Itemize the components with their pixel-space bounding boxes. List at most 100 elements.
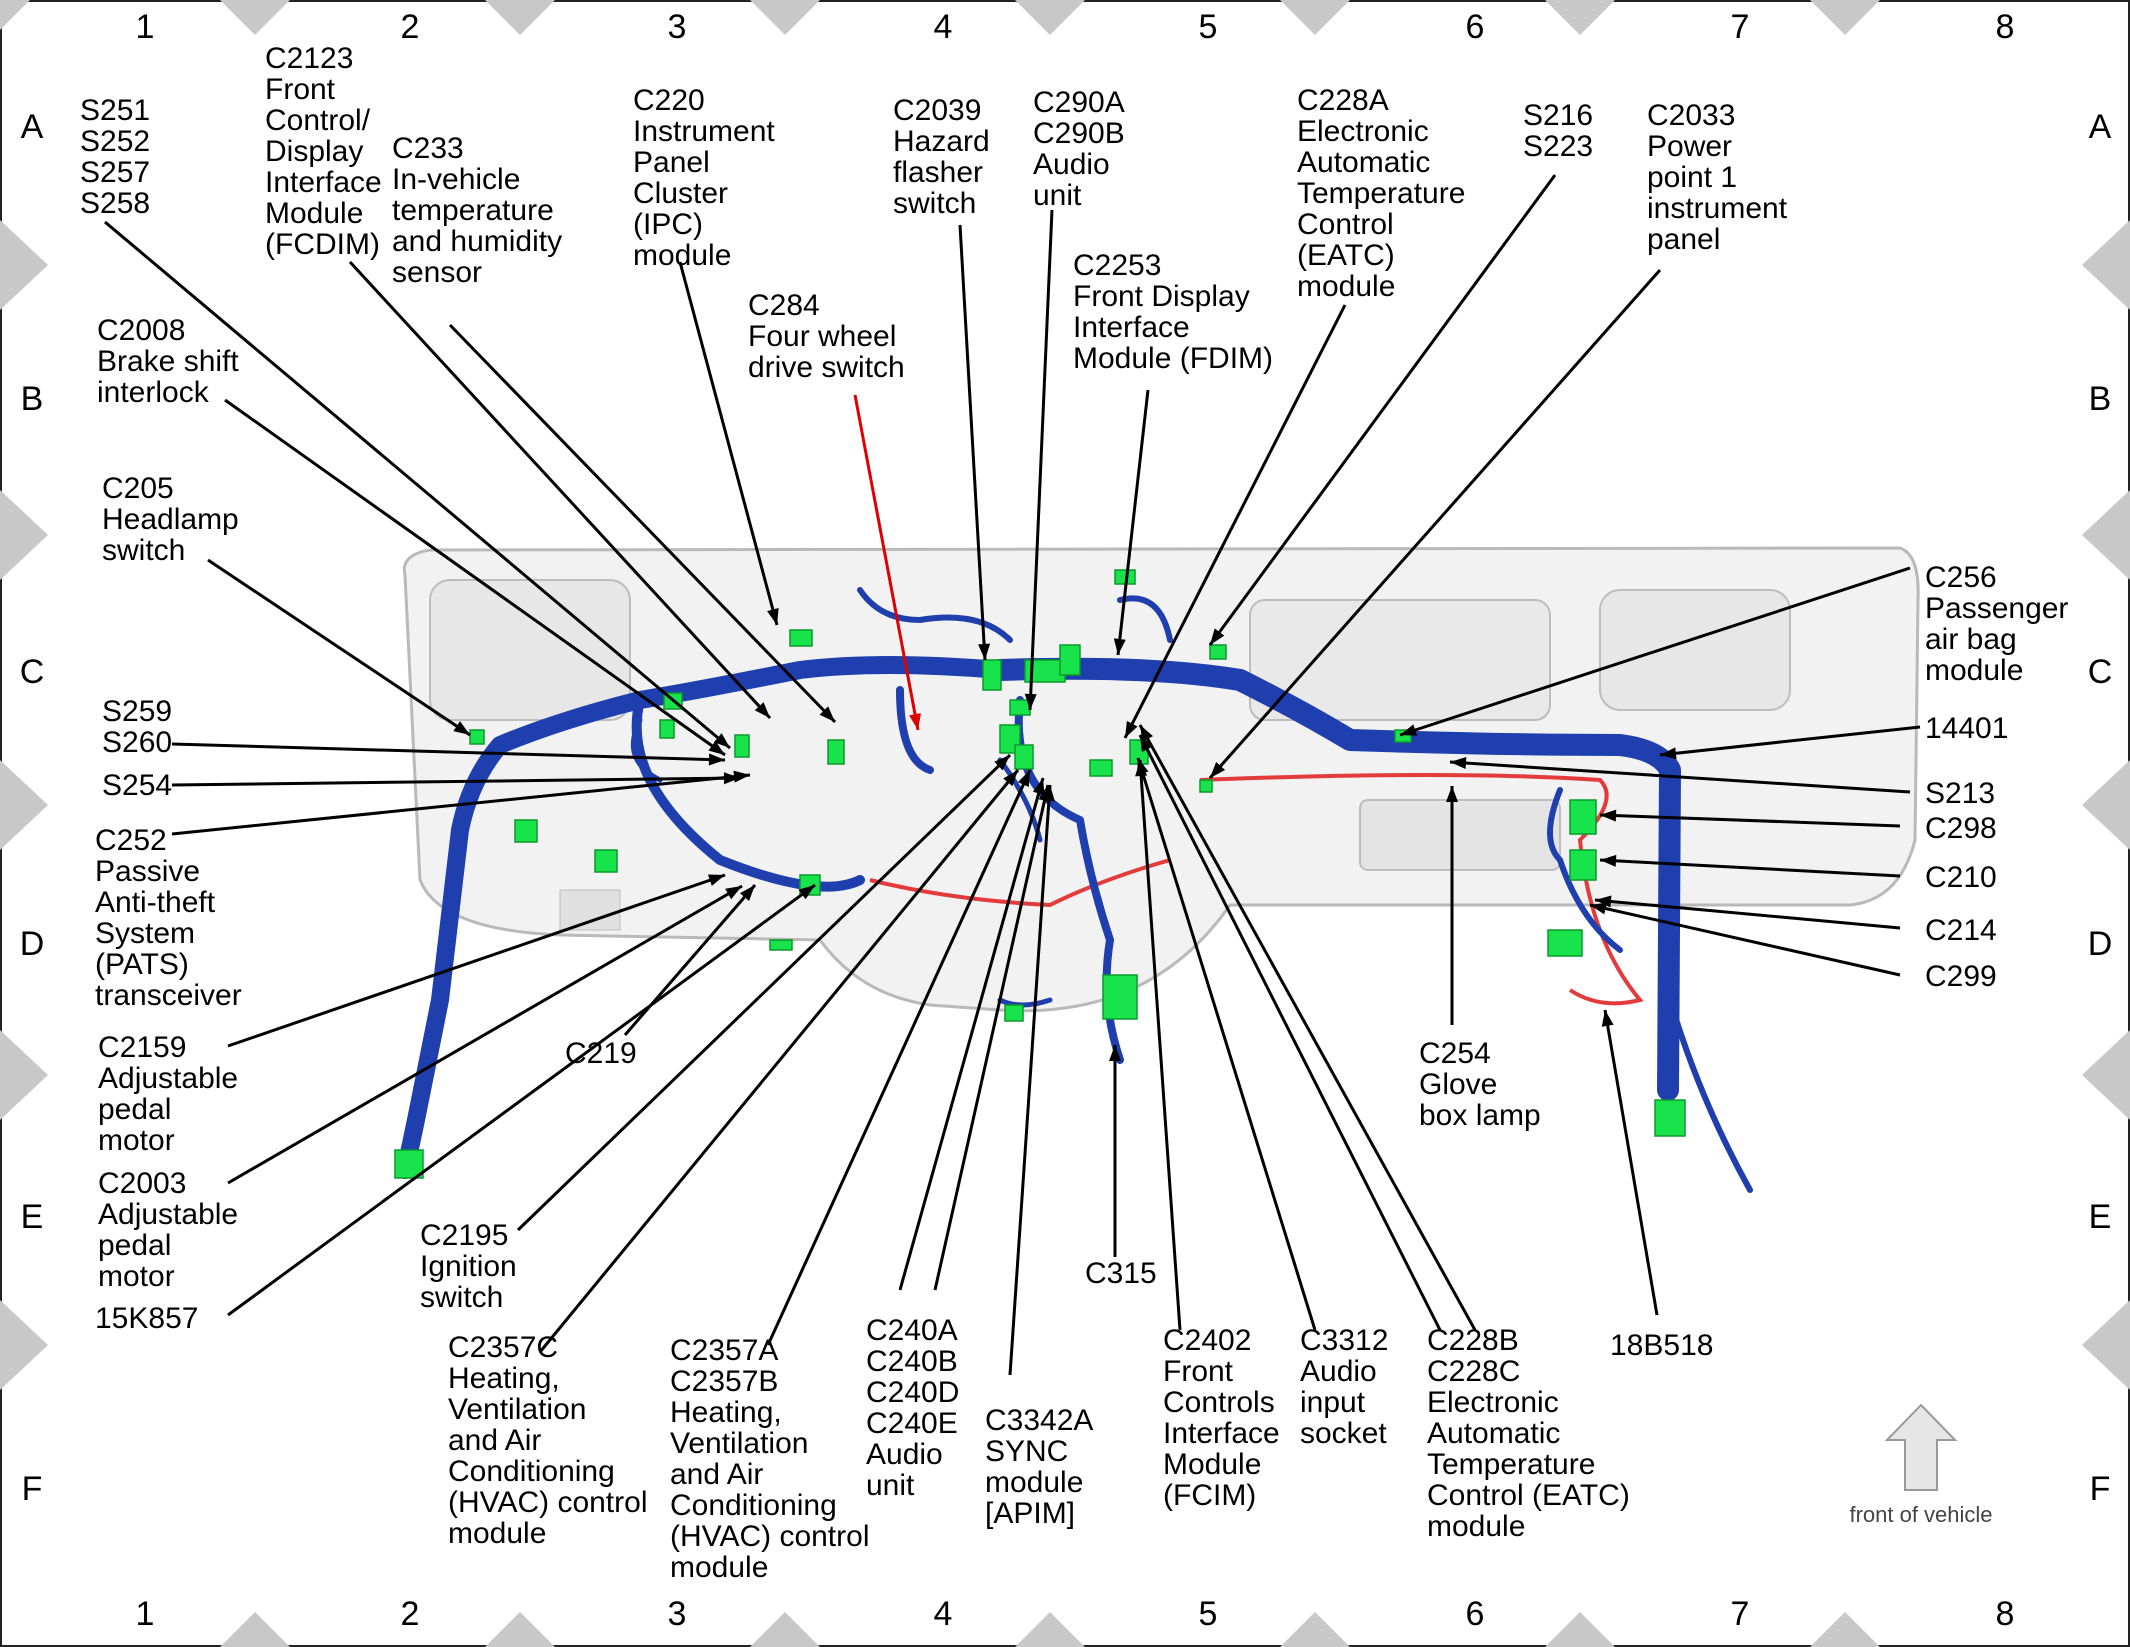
arrowhead — [725, 886, 742, 900]
callout-line: Ignition — [420, 1250, 517, 1283]
callout-line: Adjustable — [98, 1062, 238, 1095]
callout-line: C205 — [102, 472, 174, 505]
callout-line: Passenger — [1925, 592, 2068, 625]
grid-row-label: B — [2089, 380, 2112, 418]
grid-row-label: C — [2088, 653, 2113, 691]
grid-column-label: 3 — [668, 1595, 687, 1633]
grid-column-label: 2 — [401, 1595, 420, 1633]
callout-line: pedal — [98, 1093, 171, 1126]
callout-line: C2357A — [670, 1334, 778, 1367]
callout-line: Brake shift — [97, 345, 239, 378]
callout-c219: C219 — [565, 1037, 637, 1070]
callout-c210: C210 — [1925, 861, 1997, 894]
callout-line: flasher — [893, 156, 983, 189]
connectors — [394, 569, 1686, 1179]
arrowhead — [708, 740, 725, 755]
arrowhead — [1450, 757, 1467, 770]
callout-line: Ventilation — [448, 1393, 586, 1426]
grid-row-label: B — [21, 380, 44, 418]
callout-line: Passive — [95, 855, 200, 888]
arrowhead — [1210, 762, 1226, 778]
callout-c299: C299 — [1925, 960, 1997, 993]
callout-line: (PATS) — [95, 948, 189, 981]
arrowhead — [708, 753, 725, 766]
callout-line: C228A — [1297, 84, 1389, 117]
callout-c14401: 14401 — [1925, 712, 2008, 745]
callout-line: S260 — [102, 726, 172, 759]
callout-line: Cluster — [633, 177, 728, 210]
callout-line: C256 — [1925, 561, 1997, 594]
callout-line: instrument — [1647, 192, 1788, 225]
callout-line: C315 — [1085, 1257, 1157, 1290]
callout-s254: S254 — [102, 769, 172, 802]
callout-line: socket — [1300, 1417, 1387, 1450]
grid-column-label: 1 — [136, 1595, 155, 1633]
arrowhead — [1660, 747, 1677, 760]
arrowhead — [733, 770, 750, 783]
callout-line: C2039 — [893, 94, 981, 127]
callout-line: Front Display — [1073, 280, 1250, 313]
callout-line: C3312 — [1300, 1324, 1388, 1357]
callout-line: module — [448, 1517, 546, 1550]
callout-line: Electronic — [1297, 115, 1429, 148]
callout-line: S254 — [102, 769, 172, 802]
arrowhead — [754, 702, 770, 718]
arrowhead — [1600, 854, 1617, 867]
callout-line: Four wheel — [748, 320, 896, 353]
arrowhead — [994, 755, 1010, 771]
grid-row-label: D — [20, 925, 45, 963]
leader-arrowheads — [453, 607, 1677, 1061]
callout-line: Anti-theft — [95, 886, 216, 919]
callout-line: Module (FDIM) — [1073, 342, 1273, 375]
arrowhead — [739, 885, 755, 902]
callout-line: C228B — [1427, 1324, 1519, 1357]
callout-line: Front — [1163, 1355, 1234, 1388]
callout-line: Temperature — [1427, 1448, 1595, 1481]
callout-line: panel — [1647, 223, 1720, 256]
callout-line: Audio — [1033, 148, 1110, 181]
callout-line: Audio — [1300, 1355, 1377, 1388]
callout-c18b518: 18B518 — [1610, 1329, 1713, 1362]
grid-row-label: A — [21, 108, 44, 146]
callout-line: (EATC) — [1297, 239, 1395, 272]
callout-line: Heating, — [448, 1362, 560, 1395]
callout-line: C240D — [866, 1376, 959, 1409]
callout-line: and Air — [670, 1458, 763, 1491]
callout-line: C240E — [866, 1407, 958, 1440]
front-of-vehicle-label: front of vehicle — [1849, 1502, 1992, 1527]
callout-line: C233 — [392, 132, 464, 165]
grid-column-label: 3 — [668, 8, 687, 46]
callout-line: unit — [1033, 179, 1082, 212]
callout-line: Module — [1163, 1448, 1261, 1481]
callout-line: S213 — [1925, 777, 1995, 810]
arrowhead — [1113, 638, 1126, 655]
callout-line: C3342A — [985, 1404, 1093, 1437]
callout-line: motor — [98, 1124, 175, 1157]
callout-line: Adjustable — [98, 1198, 238, 1231]
callout-line: module — [1297, 270, 1395, 303]
arrowhead — [819, 706, 835, 722]
callout-line: C210 — [1925, 861, 1997, 894]
callout-line: point 1 — [1647, 161, 1737, 194]
arrowhead — [1024, 693, 1037, 710]
callout-line: S216 — [1523, 99, 1593, 132]
callout-line: Conditioning — [448, 1455, 615, 1488]
grid-column-label: 8 — [1996, 8, 2015, 46]
callout-line: Panel — [633, 146, 710, 179]
callout-line: Control (EATC) — [1427, 1479, 1630, 1512]
grid-row-label: A — [2089, 108, 2112, 146]
callout-line: temperature — [392, 194, 554, 227]
arrowhead — [909, 713, 921, 730]
arrowhead — [1042, 785, 1055, 802]
